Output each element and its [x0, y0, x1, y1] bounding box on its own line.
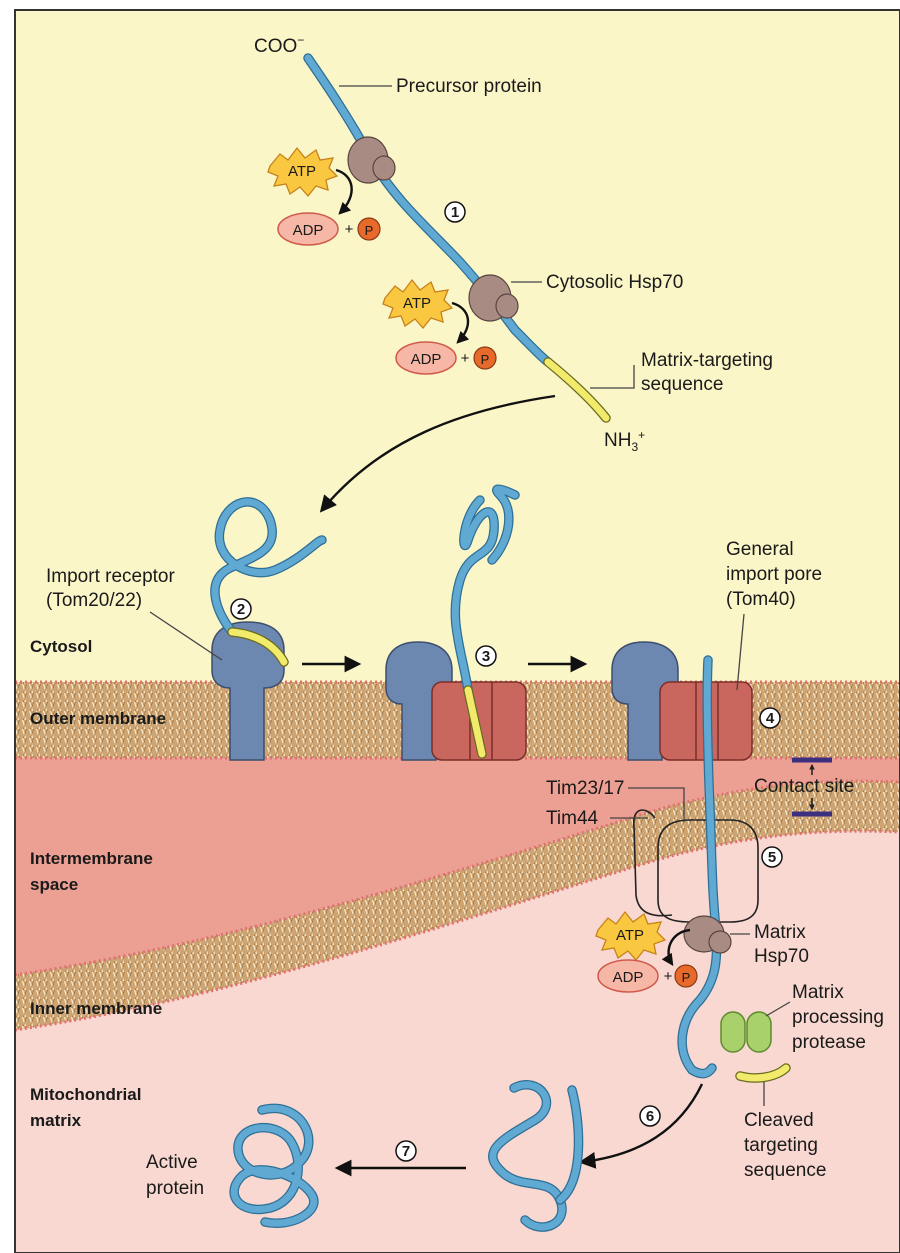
svg-text:7: 7 [402, 1143, 410, 1160]
general-pore-label-3: (Tom40) [726, 589, 796, 610]
cytosolic-hsp70-label: Cytosolic Hsp70 [546, 272, 683, 293]
svg-text:P: P [682, 970, 691, 985]
svg-text:ADP: ADP [293, 222, 324, 239]
svg-text:3: 3 [482, 648, 490, 665]
svg-text:ADP: ADP [613, 969, 644, 986]
svg-text:+: + [461, 350, 470, 367]
general-pore-label-1: General [726, 539, 794, 560]
cleaved-label-1: Cleaved [744, 1110, 814, 1131]
import-receptor-label-2: (Tom20/22) [46, 590, 142, 611]
active-protein-label-2: protein [146, 1178, 204, 1199]
svg-text:+: + [345, 221, 354, 238]
cytosol-label: Cytosol [30, 637, 92, 656]
mpp-label-3: protease [792, 1032, 866, 1053]
mpp-label-2: processing [792, 1007, 884, 1028]
intermembrane-label-1: Intermembrane [30, 849, 153, 868]
step-5-badge: 5 [762, 847, 782, 867]
matrix-targeting-label-2: sequence [641, 374, 723, 395]
contact-site-label: Contact site [754, 776, 854, 797]
active-protein-label-1: Active [146, 1152, 198, 1173]
tim23-17-label: Tim23/17 [546, 778, 625, 799]
step-6-badge: 6 [640, 1106, 660, 1126]
coo-label: COO− [254, 33, 304, 57]
svg-text:4: 4 [766, 710, 775, 727]
matrix-hsp70-label-2: Hsp70 [754, 946, 809, 967]
cleaved-label-3: sequence [744, 1160, 826, 1181]
tim44-label: Tim44 [546, 808, 599, 829]
step-2-badge: 2 [231, 599, 251, 619]
svg-text:ATP: ATP [616, 927, 644, 944]
general-pore-label-2: import pore [726, 564, 822, 585]
matrix-label-2: matrix [30, 1111, 82, 1130]
inner-membrane-label: Inner membrane [30, 999, 162, 1018]
svg-text:ATP: ATP [288, 163, 316, 180]
svg-text:5: 5 [768, 849, 776, 866]
svg-text:P: P [481, 352, 490, 367]
step-7-badge: 7 [396, 1141, 416, 1161]
intermembrane-label-2: space [30, 875, 78, 894]
svg-text:ADP: ADP [411, 351, 442, 368]
svg-text:1: 1 [451, 204, 459, 221]
mpp-label-1: Matrix [792, 982, 844, 1003]
step-1-badge: 1 [445, 202, 465, 222]
svg-text:6: 6 [646, 1108, 654, 1125]
outer-membrane-label: Outer membrane [30, 709, 166, 728]
matrix-targeting-label-1: Matrix-targeting [641, 350, 773, 371]
step-4-badge: 4 [760, 708, 780, 728]
svg-text:+: + [664, 968, 673, 985]
precursor-protein-label: Precursor protein [396, 76, 542, 97]
cleaved-label-2: targeting [744, 1135, 818, 1156]
matrix-hsp70-label-1: Matrix [754, 922, 806, 943]
svg-text:ATP: ATP [403, 295, 431, 312]
step-3-badge: 3 [476, 646, 496, 666]
matrix-label-1: Mitochondrial [30, 1085, 141, 1104]
import-receptor-label-1: Import receptor [46, 566, 175, 587]
svg-text:P: P [365, 223, 374, 238]
svg-text:2: 2 [237, 601, 245, 618]
